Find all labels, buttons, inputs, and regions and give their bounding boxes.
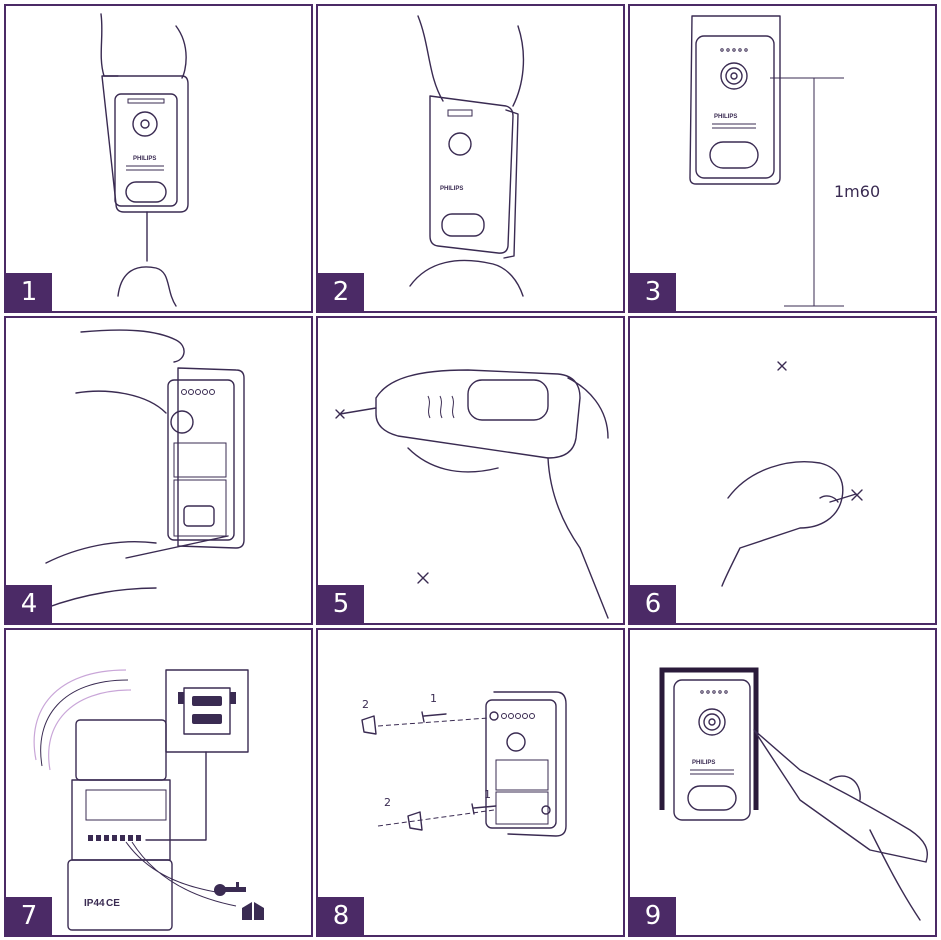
hole-mark-top: [778, 362, 786, 370]
insert-wall-plugs-illustration: [630, 318, 935, 623]
mounting-height-illustration: PHILIPS: [630, 6, 935, 311]
dip-switch-detail: [166, 670, 248, 752]
drill-icon: [376, 370, 580, 458]
step-number: 8: [318, 897, 364, 935]
drill-holes-illustration: [318, 318, 623, 623]
step-panel-9: PHILIPS 9: [628, 628, 937, 937]
height-label: 1m60: [834, 182, 880, 201]
mark-holes-illustration: [6, 318, 311, 623]
step-panel-3: PHILIPS 1m60 3: [628, 4, 937, 313]
hand-icon: [830, 776, 920, 920]
wall-plug-icon: [362, 716, 376, 734]
hand-icon: [418, 16, 523, 106]
wiring-illustration: IP44 CE: [6, 630, 311, 935]
step-panel-1: PHILIPS 1: [4, 4, 313, 313]
silicone-gun-icon: [754, 730, 927, 862]
doorbell-device: [696, 36, 774, 178]
brand-label: PHILIPS: [440, 186, 463, 192]
wall-plug-icon: [408, 812, 422, 830]
hand-icon: [410, 260, 523, 296]
step-panel-4: 4: [4, 316, 313, 625]
step-panel-2: PHILIPS 2: [316, 4, 625, 313]
step-panel-7: IP44 CE 7: [4, 628, 313, 937]
fix-screws-illustration: 2 1 2 1: [318, 630, 623, 935]
step-number: 1: [6, 273, 52, 311]
step-number: 3: [630, 273, 676, 311]
screw-callout: 1: [430, 692, 437, 705]
plug-callout: 2: [384, 796, 391, 809]
brand-label: PHILIPS: [714, 114, 737, 120]
ip-rating: IP44: [84, 898, 105, 909]
screw-icon: [422, 712, 446, 722]
apply-sealant-illustration: PHILIPS: [630, 630, 935, 935]
step-number: 7: [6, 897, 52, 935]
hand-icon: [722, 462, 843, 586]
drill-bit: [340, 408, 376, 414]
step-number: 5: [318, 585, 364, 623]
drill-mark-bottom: [418, 573, 428, 583]
step-number: 6: [630, 585, 676, 623]
step-number: 9: [630, 897, 676, 935]
step-panel-5: 5: [316, 316, 625, 625]
step-panel-6: 6: [628, 316, 937, 625]
doorbell-device: [674, 680, 750, 820]
brand-label: PHILIPS: [133, 156, 156, 162]
doorbell-device: [115, 94, 177, 206]
brand-label: PHILIPS: [692, 760, 715, 766]
step-panel-8: 2 1 2 1 8: [316, 628, 625, 937]
plug-callout: 2: [362, 698, 369, 711]
screw-callout: 1: [484, 788, 491, 801]
ce-mark: CE: [106, 898, 120, 909]
step-number: 4: [6, 585, 52, 623]
step-number: 2: [318, 273, 364, 311]
hand-icon: [101, 14, 186, 78]
key-icon: [214, 882, 246, 896]
hand-icon: [46, 542, 156, 608]
gate-icon: [242, 902, 264, 920]
detach-housing-illustration: PHILIPS: [318, 6, 623, 311]
remove-cover-illustration: PHILIPS: [6, 6, 311, 311]
hand-icon: [118, 267, 176, 306]
